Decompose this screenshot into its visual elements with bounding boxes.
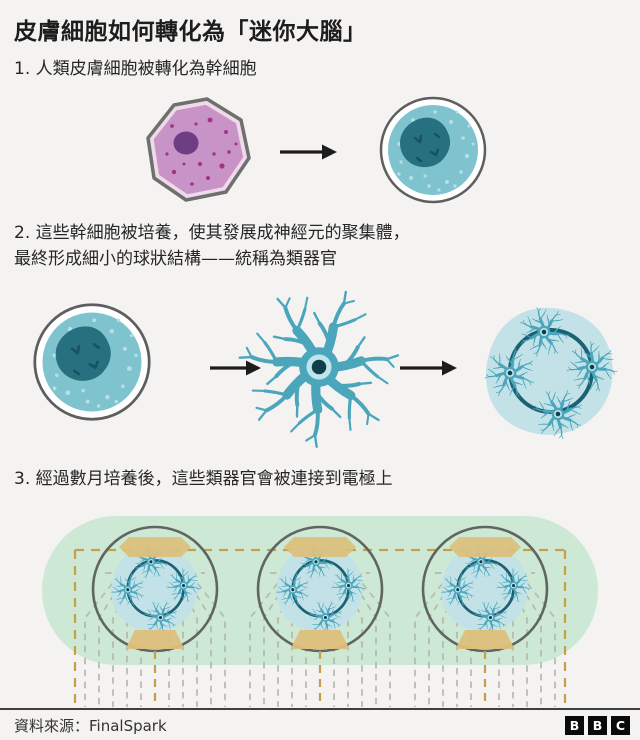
bbc-logo-letter: C bbox=[611, 715, 630, 735]
organoid-icon bbox=[476, 300, 622, 448]
skin-cell-icon bbox=[146, 97, 251, 202]
step3-illustration bbox=[42, 516, 598, 708]
bbc-logo-letter: B bbox=[565, 715, 584, 735]
stem-cell-icon bbox=[33, 303, 151, 421]
page-title: 皮膚細胞如何轉化為「迷你大腦」 bbox=[14, 19, 367, 45]
step2-label: 2. 這些幹細胞被培養，使其發展成神經元的聚集體， 最終形成細小的球狀結構——統… bbox=[14, 220, 410, 272]
step1-illustration bbox=[146, 96, 487, 204]
arrow-right-icon bbox=[280, 144, 337, 160]
footer: 資料來源：FinalSpark B B C bbox=[0, 708, 640, 740]
stem-cell-icon bbox=[379, 96, 487, 204]
source-attribution: 資料來源：FinalSpark bbox=[14, 716, 167, 735]
arrow-right-icon bbox=[400, 360, 457, 376]
step1-label: 1. 人類皮膚細胞被轉化為幹細胞 bbox=[14, 59, 257, 79]
step3-label: 3. 經過數月培養後，這些類器官會被連接到電極上 bbox=[14, 469, 393, 489]
bbc-logo: B B C bbox=[565, 715, 630, 735]
step2-label-line1: 2. 這些幹細胞被培養，使其發展成神經元的聚集體， bbox=[14, 223, 410, 243]
step2-label-line2: 最終形成細小的球狀結構——統稱為類器官 bbox=[14, 249, 337, 269]
arrow-right-icon bbox=[210, 360, 261, 376]
bbc-logo-letter: B bbox=[588, 715, 607, 735]
step2-illustration bbox=[33, 282, 640, 464]
